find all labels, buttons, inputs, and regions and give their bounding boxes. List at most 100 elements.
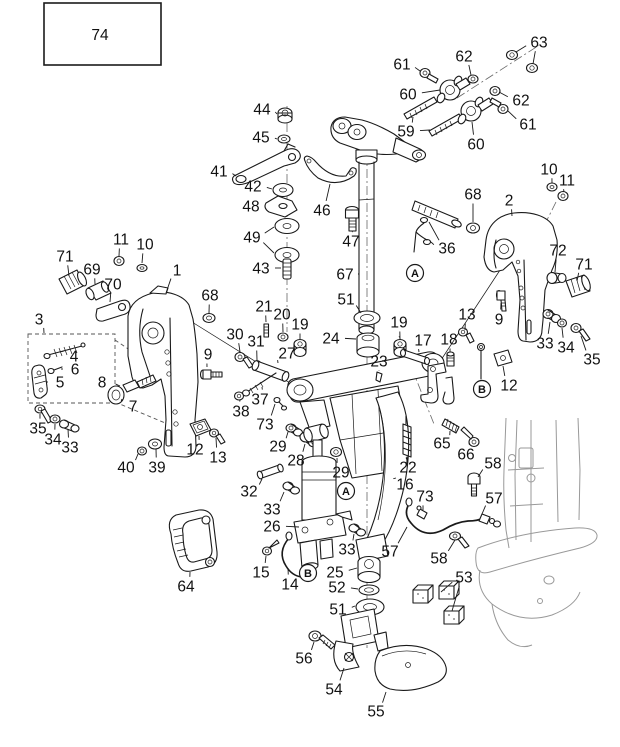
callout-39: 39 xyxy=(148,460,165,477)
callout-12: 12 xyxy=(186,442,203,459)
callout-9: 9 xyxy=(495,312,504,329)
callout-51: 51 xyxy=(337,292,354,309)
callout-61: 61 xyxy=(519,117,536,134)
callout-43: 43 xyxy=(252,261,269,278)
callout-71: 71 xyxy=(56,249,73,266)
leader-line xyxy=(498,91,509,98)
anode-blocks xyxy=(412,580,465,625)
leader-line xyxy=(481,505,487,515)
leader-line xyxy=(258,478,263,485)
svg-text:B: B xyxy=(478,384,486,396)
callout-14: 14 xyxy=(281,577,299,594)
callout-11: 11 xyxy=(559,173,575,190)
lower-unit-ghost-outline xyxy=(475,417,598,648)
callout-10: 10 xyxy=(136,237,154,254)
leader-line xyxy=(554,259,557,273)
steering-yoke-assembly xyxy=(303,49,539,335)
callout-61: 61 xyxy=(393,57,410,74)
leader-line xyxy=(274,137,278,140)
ref-marker-A: A xyxy=(336,481,356,501)
leader-line xyxy=(515,45,527,53)
leader-line xyxy=(109,293,112,303)
callout-52: 52 xyxy=(328,580,345,597)
leader-line xyxy=(428,221,440,241)
leader-line xyxy=(580,335,587,351)
callout-60: 60 xyxy=(467,137,485,154)
hardware-kit-box-3 xyxy=(27,333,116,404)
leader-line xyxy=(270,403,276,416)
callout-9: 9 xyxy=(204,347,213,364)
leader-line xyxy=(414,67,421,72)
callout-6: 6 xyxy=(71,362,80,379)
callout-58: 58 xyxy=(430,551,447,568)
callout-13: 13 xyxy=(458,307,475,324)
leader-line xyxy=(266,187,273,190)
leader-line xyxy=(215,437,217,448)
leader-line xyxy=(397,526,408,544)
leader-line xyxy=(352,533,355,541)
ref-marker-B: B xyxy=(472,379,492,399)
leader-line xyxy=(547,321,551,334)
callout-71: 71 xyxy=(575,257,592,274)
callout-40: 40 xyxy=(117,460,135,477)
callout-38: 38 xyxy=(232,404,249,421)
lower-mount-assembly xyxy=(308,608,447,691)
leader-line xyxy=(405,457,408,461)
callout-27: 27 xyxy=(278,346,295,363)
leader-line xyxy=(419,129,431,132)
leader-line xyxy=(561,327,564,338)
callout-1: 1 xyxy=(173,263,182,280)
callout-19: 19 xyxy=(390,315,407,332)
carry-handle xyxy=(168,509,218,572)
callout-35: 35 xyxy=(583,352,600,369)
steering-arm-washer-stack xyxy=(231,107,301,280)
parts-box-74: 74 xyxy=(43,2,162,66)
leader-line xyxy=(430,241,435,245)
callout-19: 19 xyxy=(291,317,308,334)
callout-47: 47 xyxy=(342,234,359,251)
grommet-and-bolt xyxy=(107,374,157,405)
callout-30: 30 xyxy=(226,327,244,344)
steering-link-assembly xyxy=(393,327,486,405)
leader-line xyxy=(507,110,517,120)
callout-73: 73 xyxy=(416,489,433,506)
leader-line xyxy=(477,469,484,478)
callout-23: 23 xyxy=(370,354,387,371)
callout-31: 31 xyxy=(247,334,264,351)
callout-33: 33 xyxy=(338,542,355,559)
callout-56: 56 xyxy=(295,651,312,668)
svg-text:A: A xyxy=(342,486,350,498)
parts-box-rect xyxy=(43,2,162,66)
leader-line xyxy=(468,64,472,76)
leader-line xyxy=(576,272,580,282)
leader-line xyxy=(263,242,275,254)
ref-marker-B: B xyxy=(298,563,318,583)
callout-22: 22 xyxy=(399,460,416,477)
callout-16: 16 xyxy=(396,477,413,494)
callout-73: 73 xyxy=(256,417,273,434)
callout-4: 4 xyxy=(70,349,79,366)
callout-70: 70 xyxy=(104,277,122,294)
callout-11: 11 xyxy=(113,232,129,249)
clamp-bracket-port xyxy=(127,285,199,458)
leader-line xyxy=(339,667,345,681)
callout-63: 63 xyxy=(530,35,547,52)
callout-33: 33 xyxy=(263,502,280,519)
inset-box-label: 74 xyxy=(91,27,109,44)
callout-33: 33 xyxy=(61,440,78,457)
callout-55: 55 xyxy=(367,704,384,721)
leader-line xyxy=(382,691,387,703)
callout-12: 12 xyxy=(500,378,517,395)
callout-29: 29 xyxy=(269,439,286,456)
callout-68: 68 xyxy=(201,288,218,305)
callout-34: 34 xyxy=(557,340,575,357)
callout-33: 33 xyxy=(536,336,553,353)
clamp-screw-knob-right xyxy=(546,271,591,298)
mount-fasteners-left xyxy=(34,404,226,456)
callout-5: 5 xyxy=(56,375,65,392)
svg-text:A: A xyxy=(411,268,419,280)
leader-line xyxy=(393,477,397,480)
